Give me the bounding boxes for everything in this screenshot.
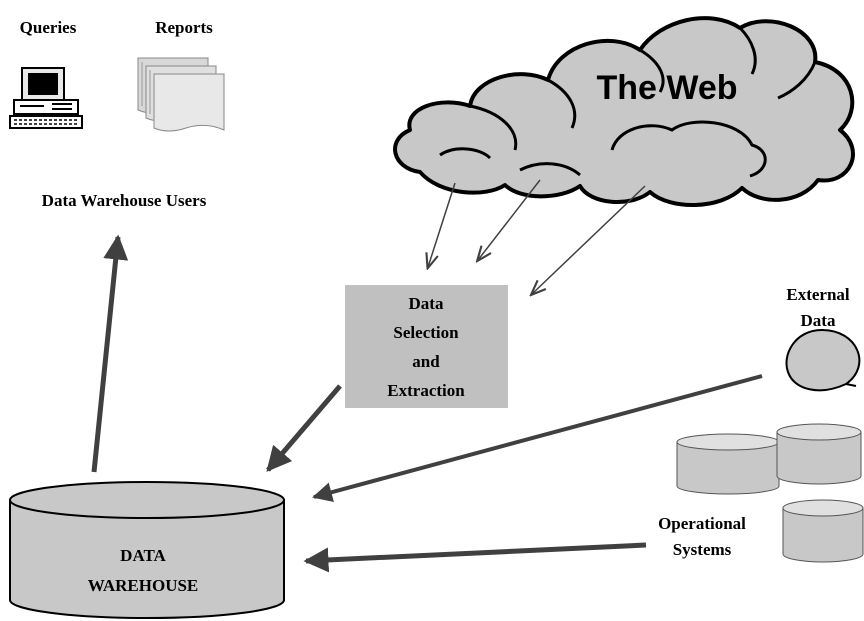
operational-system-cylinder-1 [676,433,780,495]
web-cloud [393,16,855,208]
extraction-to-warehouse-arrow [266,384,342,472]
queries-label: Queries [20,18,77,37]
extraction-box [345,285,508,408]
data-warehouse-label-line2: WAREHOUSE [88,576,199,595]
data-warehouse-label-line1: DATA [120,546,166,565]
external-to-warehouse-arrow [312,374,763,502]
reports-icon [137,57,225,132]
web-to-extraction-arrow-2 [478,179,541,260]
extraction-label-line3: and [412,352,440,371]
extraction-label-line2: Selection [393,323,459,342]
reports-label: Reports [155,18,213,37]
operational-systems-label-line1: Operational [658,514,746,533]
external-data-icon [785,328,861,392]
operational-system-cylinder-2 [776,423,862,485]
extraction-label-line1: Data [409,294,444,313]
data-warehouse-cylinder [9,481,285,619]
web-label: The Web [596,69,737,107]
operational-systems-label-line2: Systems [673,540,732,559]
external-data-label-line1: External [786,285,850,304]
operational-to-warehouse-arrow [303,542,647,573]
web-to-extraction-arrow-3 [532,185,646,294]
warehouse-to-users-arrow [91,234,129,473]
web-to-extraction-arrow-1 [428,182,456,267]
extraction-label-line4: Extraction [387,381,465,400]
operational-system-cylinder-3 [782,499,864,563]
computer-icon [9,67,83,129]
data-warehouse-users-label: Data Warehouse Users [42,191,207,210]
external-data-label-line2: Data [801,311,836,330]
